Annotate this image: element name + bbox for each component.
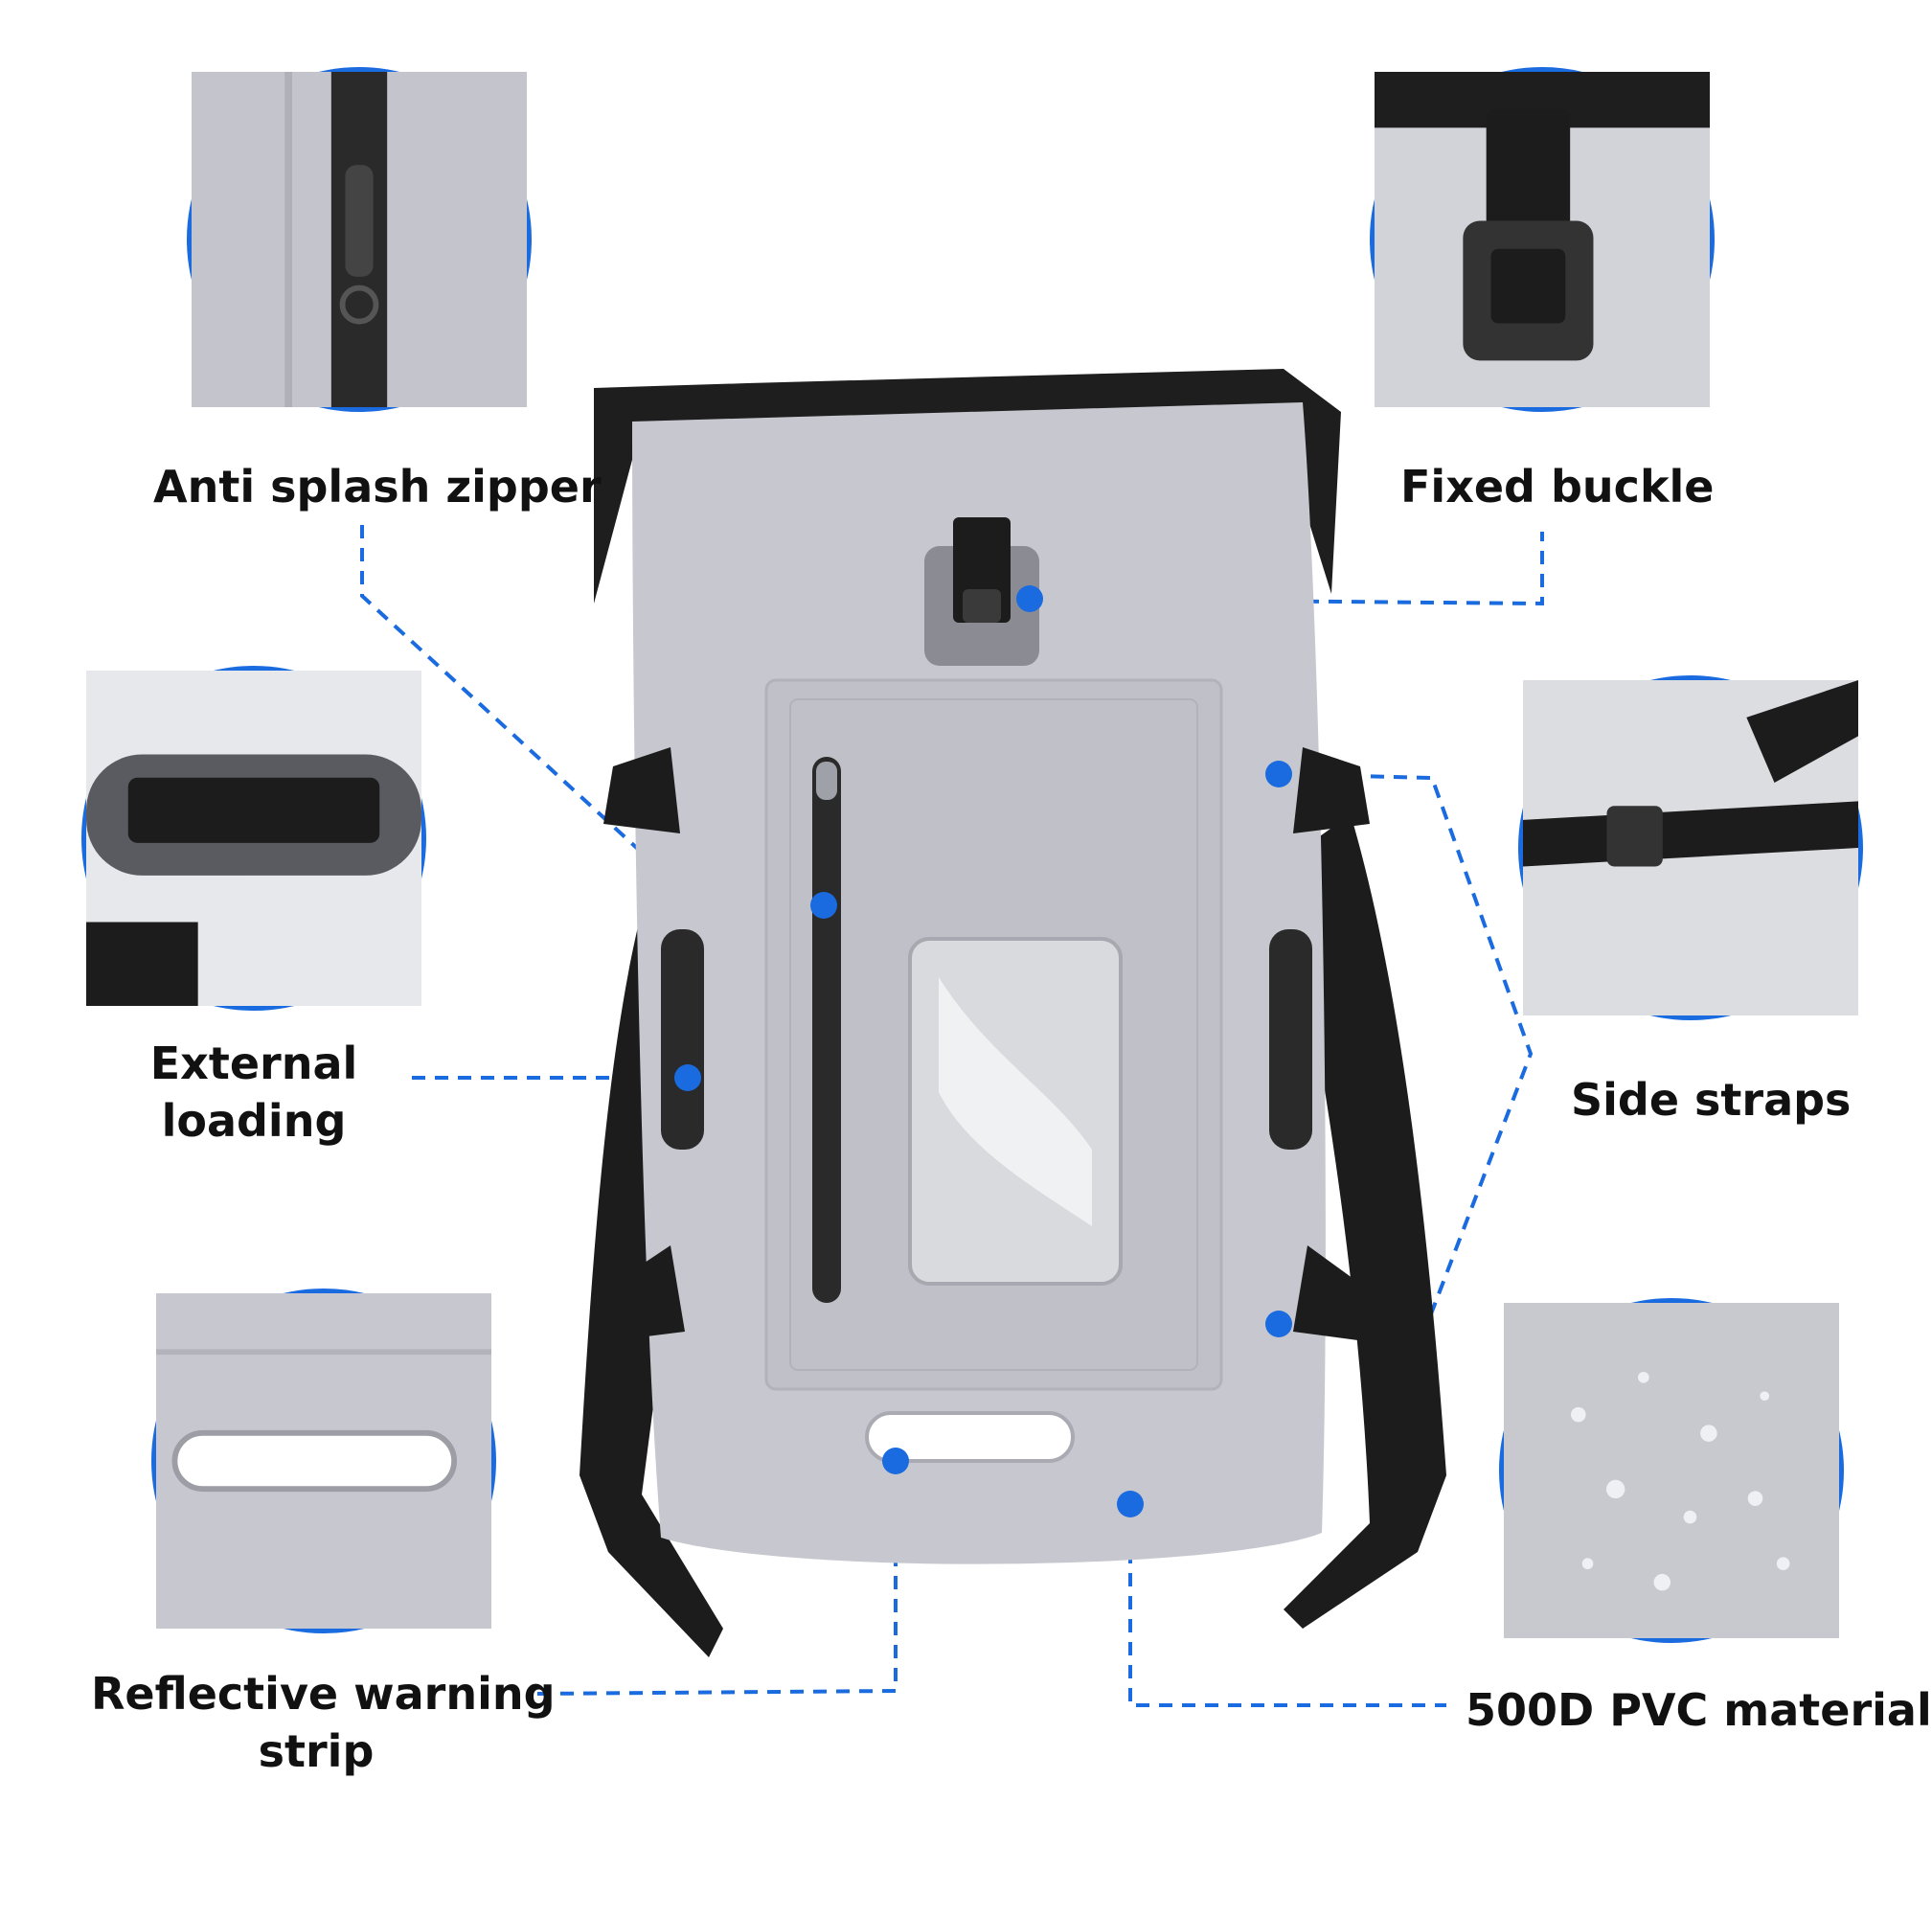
- zipper-callout-line: [360, 525, 824, 907]
- reflective-dot: [882, 1448, 909, 1474]
- zipper-dot: [810, 892, 837, 919]
- label-anti-splash-zipper: Anti splash zipper: [153, 461, 602, 513]
- label-fixed-buckle: Fixed buckle: [1400, 461, 1715, 513]
- side-strap-icon: [1523, 680, 1858, 1015]
- zipper-detail-circle: [187, 67, 532, 412]
- side-strap-dot-top: [1265, 761, 1292, 787]
- external-loading-dot: [674, 1064, 701, 1091]
- backpack-image: [580, 369, 1446, 1657]
- zipper-detail-icon: [192, 72, 527, 407]
- label-reflective-line1: Reflective warning: [91, 1668, 556, 1720]
- reflective-detail-circle: [151, 1289, 496, 1633]
- right-tab-top: [1293, 747, 1370, 833]
- material-dot: [1117, 1491, 1144, 1517]
- reflective-strip-icon: [156, 1293, 491, 1629]
- water-droplets-icon: [1504, 1303, 1839, 1638]
- right-shoulder-strap: [1284, 814, 1446, 1629]
- label-reflective-warning-strip: Reflective warning strip: [91, 1665, 556, 1780]
- buckle-dot: [1016, 585, 1043, 612]
- left-tab-top: [603, 747, 680, 833]
- label-external-loading-line2: loading: [161, 1095, 347, 1147]
- material-detail-circle: [1499, 1298, 1844, 1643]
- buckle-detail-icon: [1375, 72, 1710, 407]
- label-500d-pvc-material: 500D PVC material: [1466, 1684, 1932, 1736]
- side-strap-dot-bottom: [1265, 1311, 1292, 1337]
- left-loop-panel: [661, 929, 704, 1150]
- right-loop-panel: [1269, 929, 1312, 1150]
- label-external-loading: External loading: [144, 1035, 364, 1150]
- left-tab-bottom: [608, 1245, 685, 1341]
- right-tab-bottom: [1293, 1245, 1365, 1341]
- label-side-straps: Side straps: [1571, 1074, 1852, 1126]
- side-strap-detail-circle: [1518, 675, 1863, 1020]
- reflective-strip: [865, 1411, 1075, 1463]
- loops-detail-circle: [81, 666, 426, 1011]
- buckle-detail-circle: [1370, 67, 1715, 412]
- label-reflective-line2: strip: [258, 1725, 375, 1777]
- webbing-loops-icon: [86, 671, 421, 1006]
- front-zipper: [812, 757, 841, 1303]
- label-external-loading-line1: External: [149, 1038, 358, 1089]
